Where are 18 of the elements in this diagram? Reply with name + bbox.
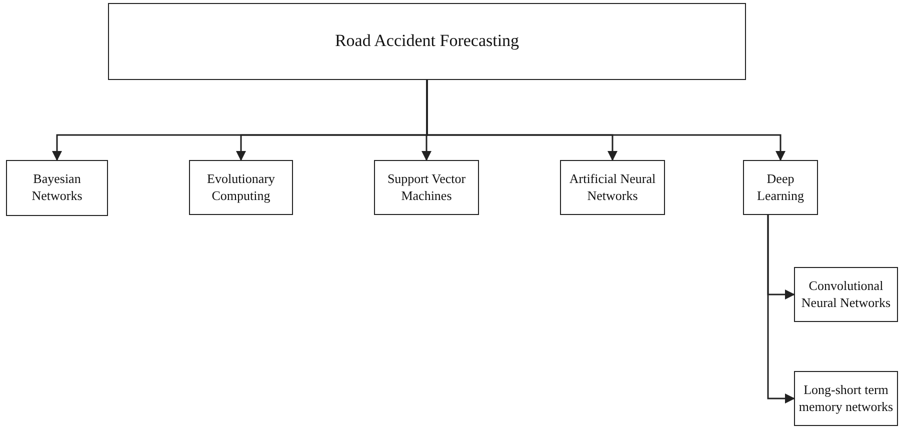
category-label: Long-short term memory networks bbox=[798, 382, 894, 416]
category-box bbox=[794, 371, 898, 426]
category-box bbox=[560, 160, 665, 215]
category-label: Evolutionary Computing bbox=[206, 170, 276, 204]
arrow bbox=[767, 215, 795, 404]
category-label: Support Vector Machines bbox=[386, 170, 467, 204]
category-box bbox=[743, 160, 818, 215]
category-label: Bayesian Networks bbox=[30, 171, 84, 205]
category-box bbox=[794, 267, 898, 322]
category-box bbox=[189, 160, 293, 215]
category-box bbox=[6, 160, 108, 216]
category-label: Artificial Neural Networks bbox=[568, 170, 657, 204]
title-text: Road Accident Forecasting bbox=[334, 30, 520, 52]
category-label: Deep Learning bbox=[756, 170, 805, 204]
root-box bbox=[108, 3, 746, 80]
category-box bbox=[374, 160, 479, 215]
category-label: Convolutional Neural Networks bbox=[800, 278, 892, 312]
arrow bbox=[426, 80, 786, 161]
